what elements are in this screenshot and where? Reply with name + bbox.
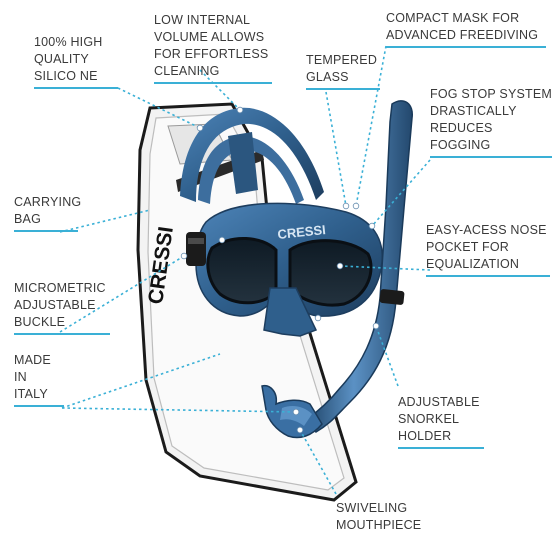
mask-strap — [180, 107, 324, 204]
label-compact-mask: COMPACT MASK FOR ADVANCED FREEDIVING — [386, 10, 546, 48]
label-underline — [398, 447, 484, 449]
leader-bag — [59, 209, 151, 233]
leader-tempered — [325, 91, 347, 207]
label-underline — [14, 230, 78, 232]
label-underline — [430, 156, 552, 158]
label-carrying-bag: CARRYING BAG — [14, 194, 81, 232]
leader-italy — [61, 407, 297, 413]
mask-body: CRESSI — [186, 202, 383, 337]
leader-italy-2 — [61, 353, 221, 409]
label-underline — [154, 82, 272, 84]
label-fog-stop: FOG STOP SYSTEM DRASTICALLY REDUCES FOGG… — [430, 86, 552, 158]
leader-silicone — [117, 87, 201, 129]
mask-logo: CRESSI — [277, 222, 327, 242]
label-mouthpiece: SWIVELING MOUTHPIECE — [336, 501, 422, 532]
label-silicone: 100% HIGH QUALITY SILICO NE — [34, 34, 118, 89]
label-snorkel-holder: ADJUSTABLE SNORKEL HOLDER — [398, 394, 484, 449]
leader-mouthpiece — [299, 429, 337, 495]
callout-dots — [180, 106, 380, 434]
label-underline — [306, 88, 380, 90]
label-made-in-italy: MADE IN ITALY — [14, 352, 64, 407]
label-underline — [426, 275, 550, 277]
label-tempered-glass: TEMPERED GLASS — [306, 52, 380, 90]
label-underline — [14, 405, 64, 407]
label-underline — [386, 46, 546, 48]
label-buckle: MICROMETRIC ADJUSTABLE BUCKLE — [14, 280, 110, 335]
callout-lines — [59, 45, 431, 495]
label-underline — [34, 87, 118, 89]
leader-volume — [199, 69, 241, 111]
label-nose-pocket: EASY-ACESS NOSE POCKET FOR EQUALIZATION — [426, 222, 550, 277]
snorkel — [261, 100, 413, 439]
leader-buckle — [59, 255, 185, 333]
leader-fog — [371, 159, 431, 227]
label-low-volume: LOW INTERNAL VOLUME ALLOWS FOR EFFORTLES… — [154, 12, 272, 84]
leader-nose — [339, 265, 431, 271]
label-underline — [14, 333, 110, 335]
